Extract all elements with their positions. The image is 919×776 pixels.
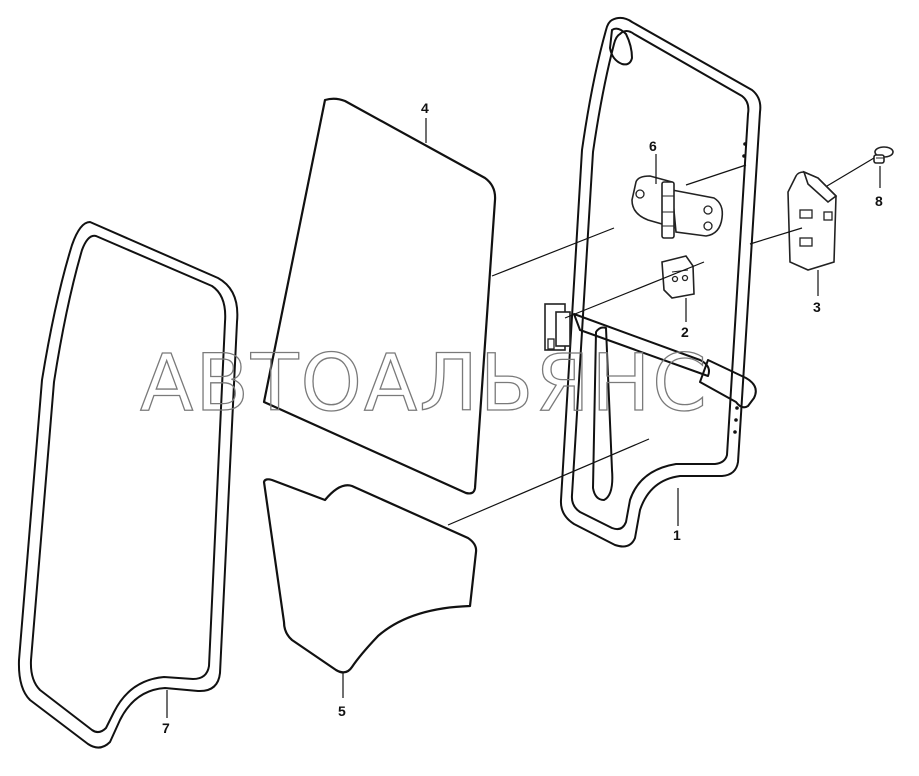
door-hinge-6 <box>631 175 724 239</box>
leader-lines <box>166 118 881 718</box>
glass-seal-7 <box>17 221 239 749</box>
door-frame-1 <box>544 16 762 548</box>
screw-8 <box>873 146 894 164</box>
callout-door-hinge: 6 <box>649 138 657 154</box>
callout-hinge-plate: 2 <box>681 324 689 340</box>
callout-door-frame: 1 <box>673 527 681 543</box>
callout-door-glass-lower: 5 <box>338 703 346 719</box>
door-glass-upper-4 <box>262 97 497 495</box>
lock-striker-3 <box>787 170 838 271</box>
callout-glass-seal: 7 <box>162 720 170 736</box>
hinge-plate-2 <box>661 255 695 299</box>
callout-door-glass-upper: 4 <box>421 100 429 116</box>
callout-screw: 8 <box>875 193 883 209</box>
callout-lock-striker: 3 <box>813 299 821 315</box>
door-glass-lower-5 <box>262 478 478 674</box>
watermark-text: АВТОАЛЬЯНС <box>140 339 709 429</box>
